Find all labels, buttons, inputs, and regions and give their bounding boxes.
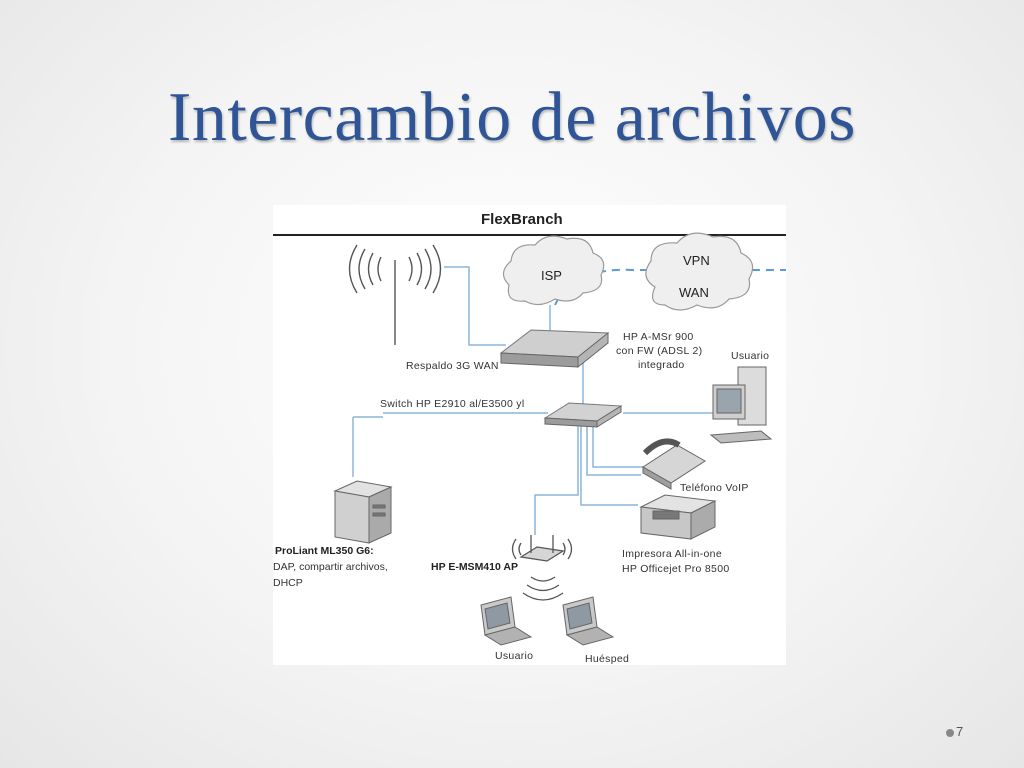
user-pc-label: Usuario xyxy=(731,350,770,362)
slide-title: Intercambio de archivos xyxy=(168,79,856,156)
laptop-user-label: Usuario xyxy=(495,650,534,662)
desktop-computer-icon xyxy=(709,366,773,444)
router-label-line3: integrado xyxy=(638,359,685,371)
bullet-dot-icon xyxy=(946,728,954,737)
server-icon xyxy=(333,480,393,544)
router-label-line2: con FW (ADSL 2) xyxy=(616,345,703,357)
printer-icon xyxy=(639,494,717,540)
laptop-guest-icon xyxy=(562,596,615,646)
network-diagram: FlexBranch ISP VPN WAN HP A-MSr 900 con … xyxy=(273,205,786,665)
router-label-line1: HP A-MSr 900 xyxy=(623,331,694,343)
backup-3g-label: Respaldo 3G WAN xyxy=(406,360,499,372)
switch-icon xyxy=(543,402,623,428)
printer-label-line2: HP Officejet Pro 8500 xyxy=(622,563,730,575)
page-number-text: 7 xyxy=(956,724,964,739)
access-point-label: HP E-MSM410 AP xyxy=(431,561,518,573)
voip-phone-icon xyxy=(642,438,706,490)
page-number: 7 xyxy=(946,724,963,739)
server-label-line1: ProLiant ML350 G6: xyxy=(275,545,374,557)
voip-phone-label: Teléfono VoIP xyxy=(680,482,749,494)
diagram-graphics xyxy=(273,232,786,646)
wan-label: WAN xyxy=(679,285,709,300)
isp-cloud-icon xyxy=(502,235,605,306)
diagram-heading: FlexBranch xyxy=(481,211,563,228)
vpn-wan-cloud-icon xyxy=(645,232,754,311)
laptop-guest-label: Huésped xyxy=(585,653,630,665)
router-icon xyxy=(499,329,610,369)
isp-label: ISP xyxy=(541,268,562,283)
connection-lines xyxy=(352,266,713,535)
access-point-icon xyxy=(511,535,573,601)
printer-label-line1: Impresora All-in-one xyxy=(622,548,722,560)
server-label-line2: DAP, compartir archivos, xyxy=(273,561,388,573)
switch-label: Switch HP E2910 al/E3500 yl xyxy=(380,398,525,410)
vpn-label: VPN xyxy=(683,253,710,268)
server-label-line3: DHCP xyxy=(273,577,303,589)
antenna-icon xyxy=(348,244,442,345)
laptop-user-icon xyxy=(480,596,533,646)
